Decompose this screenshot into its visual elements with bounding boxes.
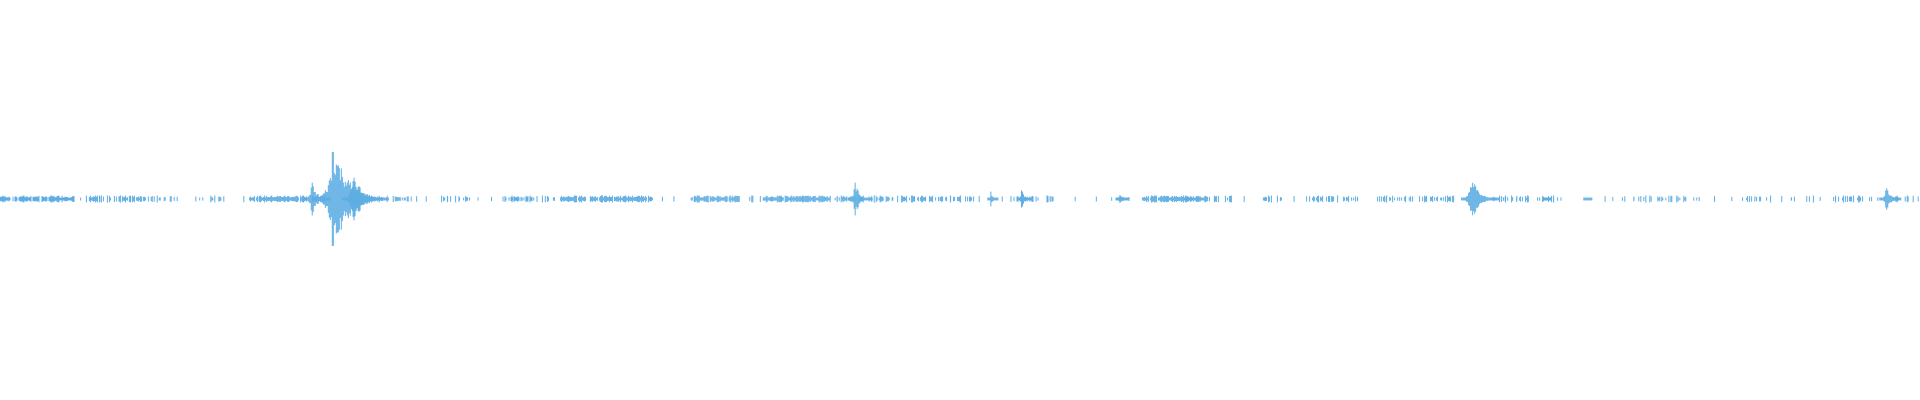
waveform-track xyxy=(0,152,1919,246)
